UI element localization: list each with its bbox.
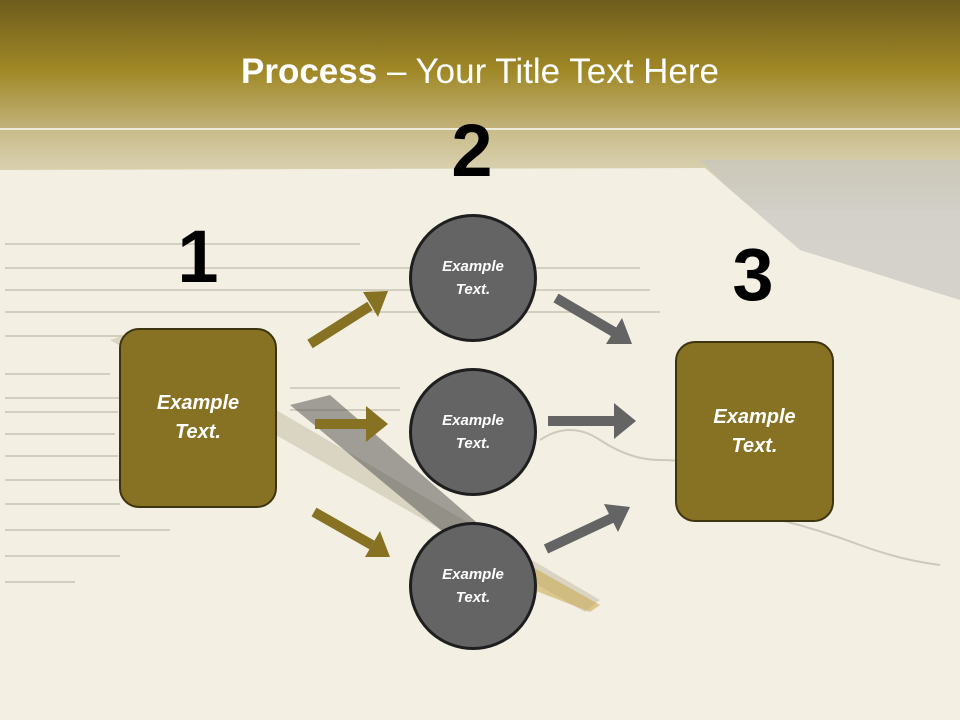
step-number-3: 3: [732, 233, 774, 316]
step-2-circle-top: Example Text.: [409, 214, 537, 342]
title-rest: – Your Title Text Here: [377, 52, 719, 91]
step-2-circle-middle: Example Text.: [409, 368, 537, 496]
step-number-1: 1: [177, 215, 219, 298]
step-2-circle-bottom: Example Text.: [409, 522, 537, 650]
step-1-box: Example Text.: [119, 328, 277, 508]
slide-title: Process – Your Title Text Here: [0, 52, 960, 92]
title-bold-word: Process: [241, 52, 378, 91]
step-3-box: Example Text.: [675, 341, 834, 522]
step-number-2: 2: [451, 109, 493, 192]
